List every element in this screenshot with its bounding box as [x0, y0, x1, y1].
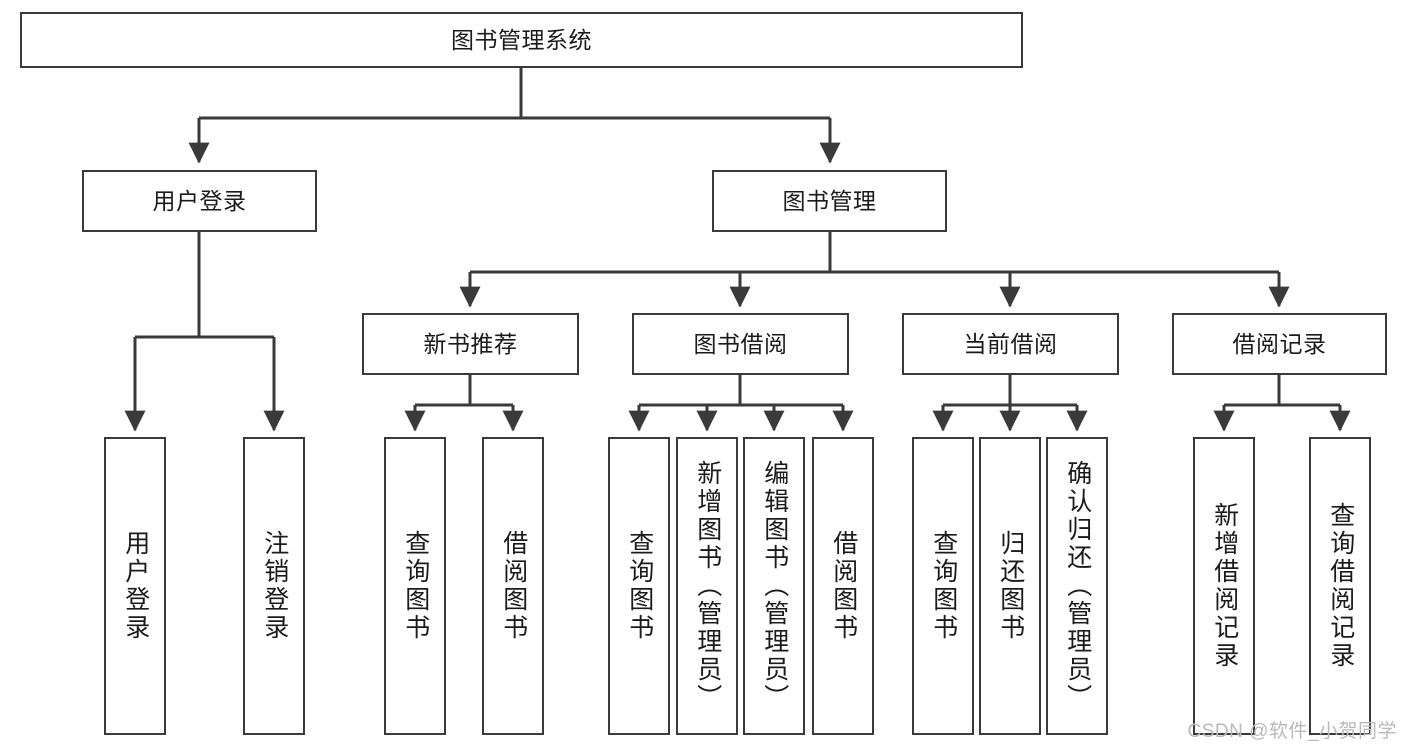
- node-leaf-query-book-1[interactable]: 查询图书: [384, 437, 446, 735]
- node-user-login[interactable]: 用户登录: [82, 170, 317, 232]
- node-leaf-user-login[interactable]: 用户登录: [104, 437, 166, 735]
- node-leaf-return-book[interactable]: 归还图书: [979, 437, 1041, 735]
- node-leaf-query-record[interactable]: 查询借阅记录: [1309, 437, 1371, 735]
- node-leaf-add-book-label: 新增图书（管理员）: [693, 460, 722, 712]
- node-root-label: 图书管理系统: [451, 26, 592, 53]
- node-leaf-confirm-return[interactable]: 确认归还（管理员）: [1046, 437, 1108, 735]
- node-leaf-add-record[interactable]: 新增借阅记录: [1193, 437, 1255, 735]
- node-leaf-user-logout-label: 注销登录: [260, 530, 289, 642]
- node-leaf-confirm-return-label: 确认归还（管理员）: [1063, 460, 1092, 712]
- node-borrow-record-label: 借阅记录: [1232, 330, 1327, 357]
- node-borrow-record[interactable]: 借阅记录: [1172, 313, 1387, 375]
- node-user-login-label: 用户登录: [152, 187, 247, 214]
- node-leaf-query-record-label: 查询借阅记录: [1326, 502, 1355, 670]
- node-leaf-borrow-book-1[interactable]: 借阅图书: [482, 437, 544, 735]
- node-leaf-user-login-label: 用户登录: [121, 530, 150, 642]
- node-root[interactable]: 图书管理系统: [20, 12, 1023, 68]
- node-leaf-borrow-book-1-label: 借阅图书: [499, 530, 528, 642]
- node-leaf-query-book-2[interactable]: 查询图书: [608, 437, 670, 735]
- node-leaf-query-book-3[interactable]: 查询图书: [912, 437, 974, 735]
- node-current-borrow[interactable]: 当前借阅: [902, 313, 1119, 375]
- node-book-borrow-label: 图书借阅: [693, 330, 788, 357]
- node-book-manage[interactable]: 图书管理: [712, 170, 947, 232]
- node-leaf-user-logout[interactable]: 注销登录: [243, 437, 305, 735]
- node-leaf-edit-book[interactable]: 编辑图书（管理员）: [743, 437, 805, 735]
- node-leaf-query-book-2-label: 查询图书: [625, 530, 654, 642]
- node-leaf-borrow-book-2[interactable]: 借阅图书: [812, 437, 874, 735]
- node-book-manage-label: 图书管理: [782, 187, 877, 214]
- node-leaf-query-book-1-label: 查询图书: [401, 530, 430, 642]
- node-new-book-recommend-label: 新书推荐: [423, 330, 518, 357]
- node-new-book-recommend[interactable]: 新书推荐: [362, 313, 579, 375]
- csdn-watermark: CSDN @软件_小贺同学: [1187, 721, 1397, 742]
- node-leaf-query-book-3-label: 查询图书: [929, 530, 958, 642]
- node-book-borrow[interactable]: 图书借阅: [632, 313, 849, 375]
- node-leaf-borrow-book-2-label: 借阅图书: [829, 530, 858, 642]
- node-leaf-add-book[interactable]: 新增图书（管理员）: [676, 437, 738, 735]
- node-leaf-add-record-label: 新增借阅记录: [1210, 502, 1239, 670]
- node-leaf-edit-book-label: 编辑图书（管理员）: [760, 460, 789, 712]
- node-current-borrow-label: 当前借阅: [963, 330, 1058, 357]
- node-leaf-return-book-label: 归还图书: [996, 530, 1025, 642]
